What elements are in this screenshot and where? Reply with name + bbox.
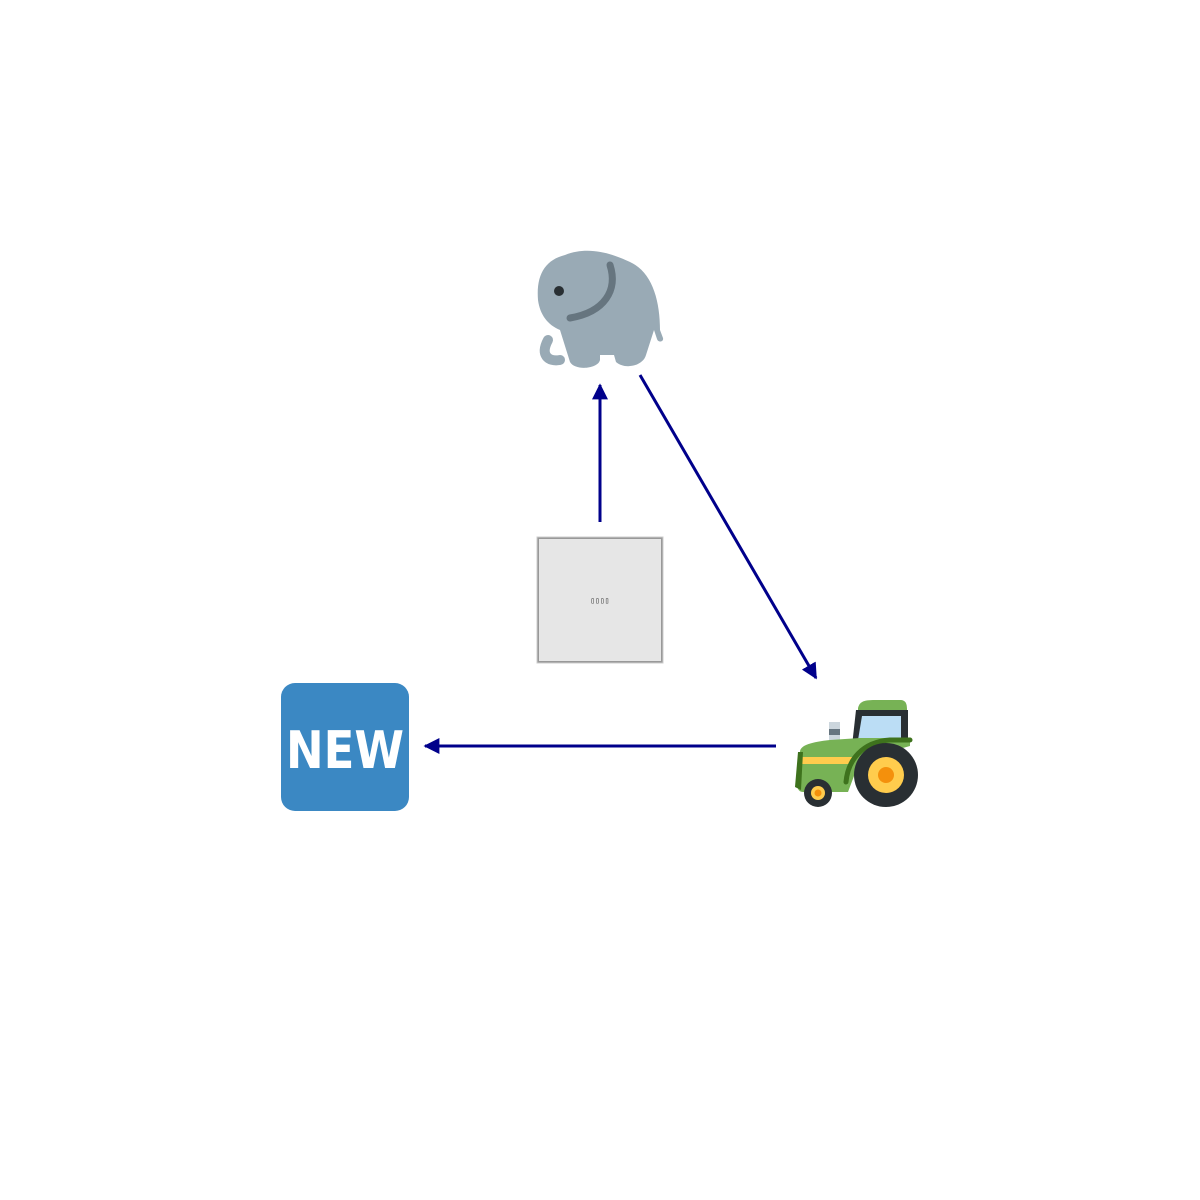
tractor-icon[interactable] — [795, 700, 918, 807]
new-badge-icon[interactable]: NEW — [281, 683, 409, 811]
edge-elephant-to-tractor — [638, 374, 818, 680]
center-box-label: ▯▯▯▯ — [590, 596, 609, 605]
new-badge-label: NEW — [286, 721, 404, 781]
center-box[interactable]: ▯▯▯▯ — [536, 536, 664, 664]
elephant-icon[interactable] — [537, 250, 664, 368]
